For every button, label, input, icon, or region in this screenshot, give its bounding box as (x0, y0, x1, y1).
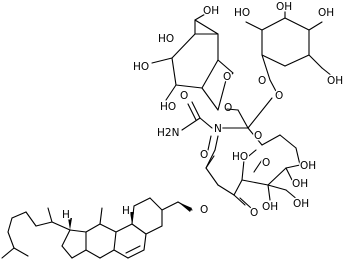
ho-label-right-1: HO (234, 7, 250, 19)
ho-label-left-1: HO (158, 33, 174, 45)
oh-label-macro-2: OH (292, 178, 308, 190)
oh-label-top-left: OH (203, 5, 219, 17)
o-glycosidic-right: O (275, 90, 283, 102)
oh-label-macro-4: OH (262, 201, 278, 213)
o-glycosidic-left: O (224, 102, 232, 114)
o-amide-carbonyl: O (180, 90, 188, 102)
oh-label-right-3: OH (327, 75, 343, 87)
carboxamide-group (181, 101, 213, 131)
ho-label-left-3: HO (160, 101, 176, 113)
o-ring-left-sugar: O (223, 71, 231, 83)
stereo-wedge-oxygen (178, 202, 192, 212)
macrocycle-ring (205, 135, 301, 209)
o-lactam-carbonyl: O (200, 149, 208, 161)
oh-label-right-2: OH (318, 7, 334, 19)
steroid-skeleton (1, 197, 193, 259)
o-ketone: O (250, 207, 258, 219)
o-steroid-ether: O (200, 204, 208, 216)
right-glucose-ring (245, 5, 333, 96)
central-linker (221, 97, 301, 166)
stereo-wedge-methyl-1 (130, 212, 134, 224)
h-label-ring-a: H (122, 205, 130, 217)
o-bridge: O (262, 157, 270, 169)
h-label-ring-d: H (62, 209, 70, 221)
ho-label-left-2: HO (133, 61, 149, 73)
o-ring-right-sugar: O (258, 75, 266, 87)
oh-label-macro-1: OH (300, 160, 316, 172)
oh-label-right-top: OH (276, 1, 292, 13)
n-amide-nitrogen: N (214, 123, 222, 135)
stereo-wedge-methyl-2 (68, 218, 72, 230)
ho-label-macrocycle: HO (232, 151, 248, 163)
oh-label-macro-3: OH (293, 198, 309, 210)
nh2-amide: H2N (157, 127, 179, 139)
o-ring-ether: O (254, 130, 262, 142)
left-glucose-ring (151, 9, 234, 111)
